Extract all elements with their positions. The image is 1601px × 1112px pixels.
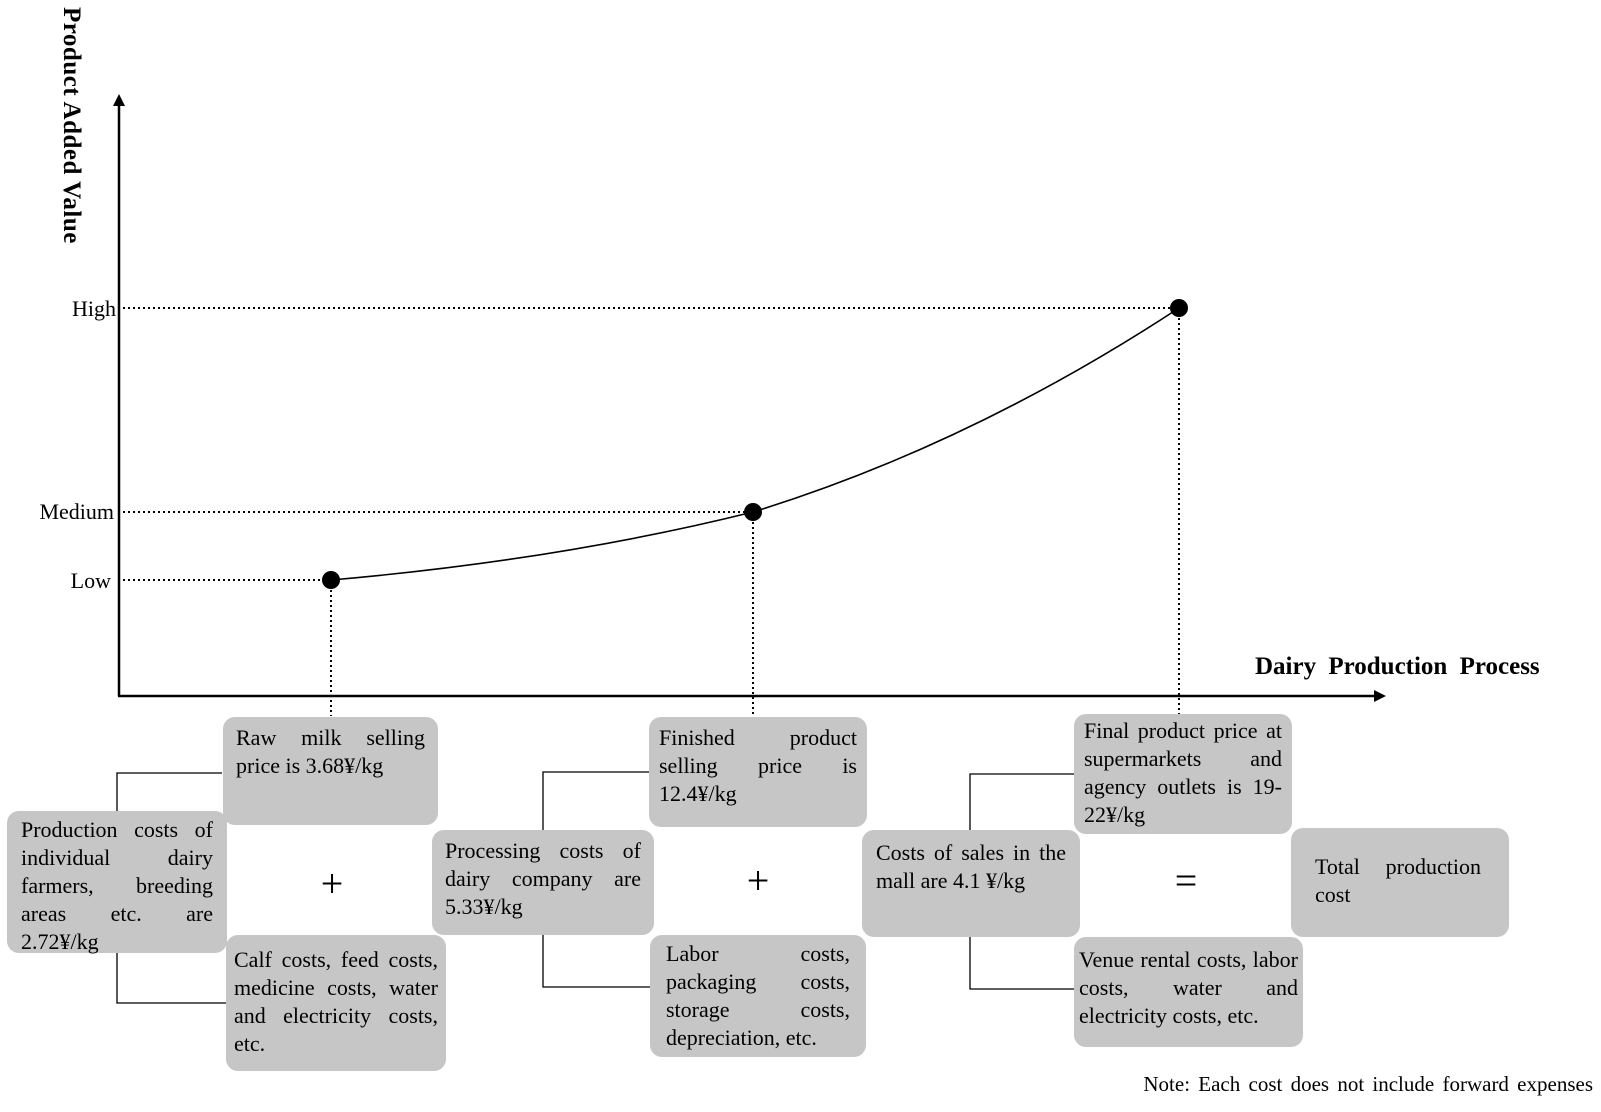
y-axis-title: Product Added Value <box>58 7 85 244</box>
processing-costs-box: Processing costs of dairy company are 5.… <box>432 830 654 935</box>
point-raw-milk <box>322 571 340 589</box>
calf-costs-box: Calf costs, feed costs, medicine costs, … <box>226 935 446 1071</box>
venue-costs-box: Venue rental costs, labor costs, water a… <box>1074 937 1303 1047</box>
labor-costs-box: Labor costs, packaging costs, storage co… <box>650 935 866 1057</box>
plus-operator-2: + <box>747 858 770 903</box>
level-label-high: High <box>72 296 116 321</box>
equals-operator: = <box>1175 858 1198 903</box>
total-production-cost-box: Total production cost <box>1291 828 1509 937</box>
level-label-medium: Medium <box>39 499 114 524</box>
footnote: Note: Each cost does not include forward… <box>1143 1072 1593 1096</box>
plus-operator-1: + <box>321 861 344 906</box>
point-final-product <box>1170 299 1188 317</box>
farmer-costs-box: Production costs of individual dairy far… <box>7 811 227 954</box>
mall-costs-box: Costs of sales in the mall are 4.1 ¥/kg <box>862 830 1080 937</box>
raw-milk-price-box: Raw milk selling price is 3.68¥/kg <box>223 717 438 825</box>
value-curve <box>330 307 1180 581</box>
finished-price-box: Finished product selling price is 12.4¥/… <box>649 717 867 827</box>
x-axis-title: Dairy Production Process <box>1255 653 1540 680</box>
level-label-low: Low <box>71 568 111 593</box>
final-price-box: Final product price at supermarkets and … <box>1074 714 1292 834</box>
point-finished-product <box>744 503 762 521</box>
